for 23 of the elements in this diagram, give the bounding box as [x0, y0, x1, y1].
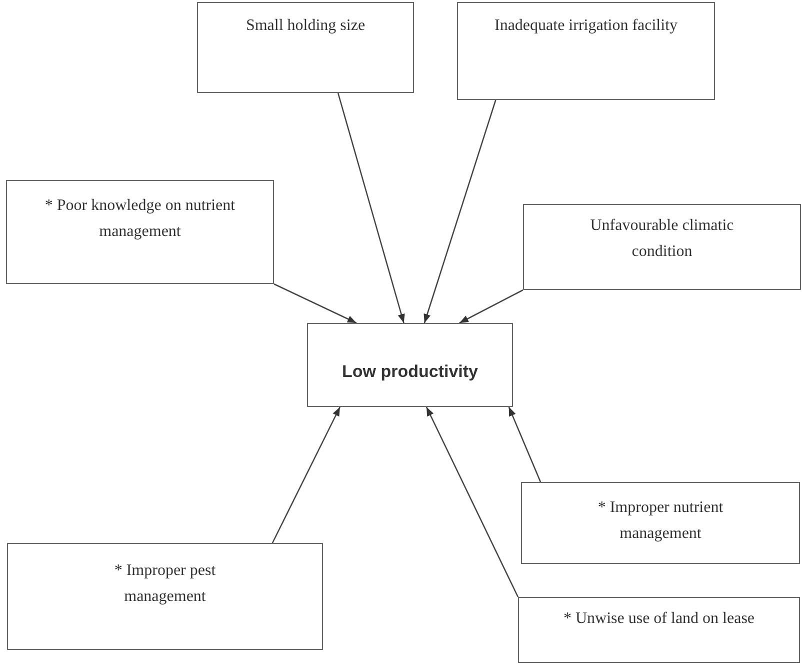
arrow: [337, 92, 405, 324]
cause-box: [457, 2, 715, 100]
cause-box: [197, 2, 414, 93]
arrow: [426, 406, 519, 598]
arrow: [424, 100, 496, 324]
cause-text: Inadequate irrigation facility: [494, 16, 678, 36]
outcome-text: Low productivity: [342, 361, 478, 384]
cause-box: [521, 482, 800, 564]
cause-box: [6, 180, 274, 284]
cause-box: [523, 204, 801, 290]
cause-text: * Improper nutrient management: [596, 498, 724, 544]
cause-box: [7, 543, 323, 650]
arrow: [274, 283, 357, 324]
cause-text: * Improper pest management: [113, 561, 217, 607]
outcome-box: [307, 323, 513, 407]
cause-text: Unfavourable climatic condition: [589, 216, 735, 262]
cause-text: Small holding size: [246, 16, 366, 36]
cause-box: [518, 597, 800, 663]
arrow: [459, 289, 524, 324]
arrow: [272, 406, 341, 544]
cause-text: * Poor knowledge on nutrient management: [44, 196, 236, 242]
cause-text: * Unwise use of land on lease: [563, 609, 755, 629]
arrow: [508, 406, 542, 482]
